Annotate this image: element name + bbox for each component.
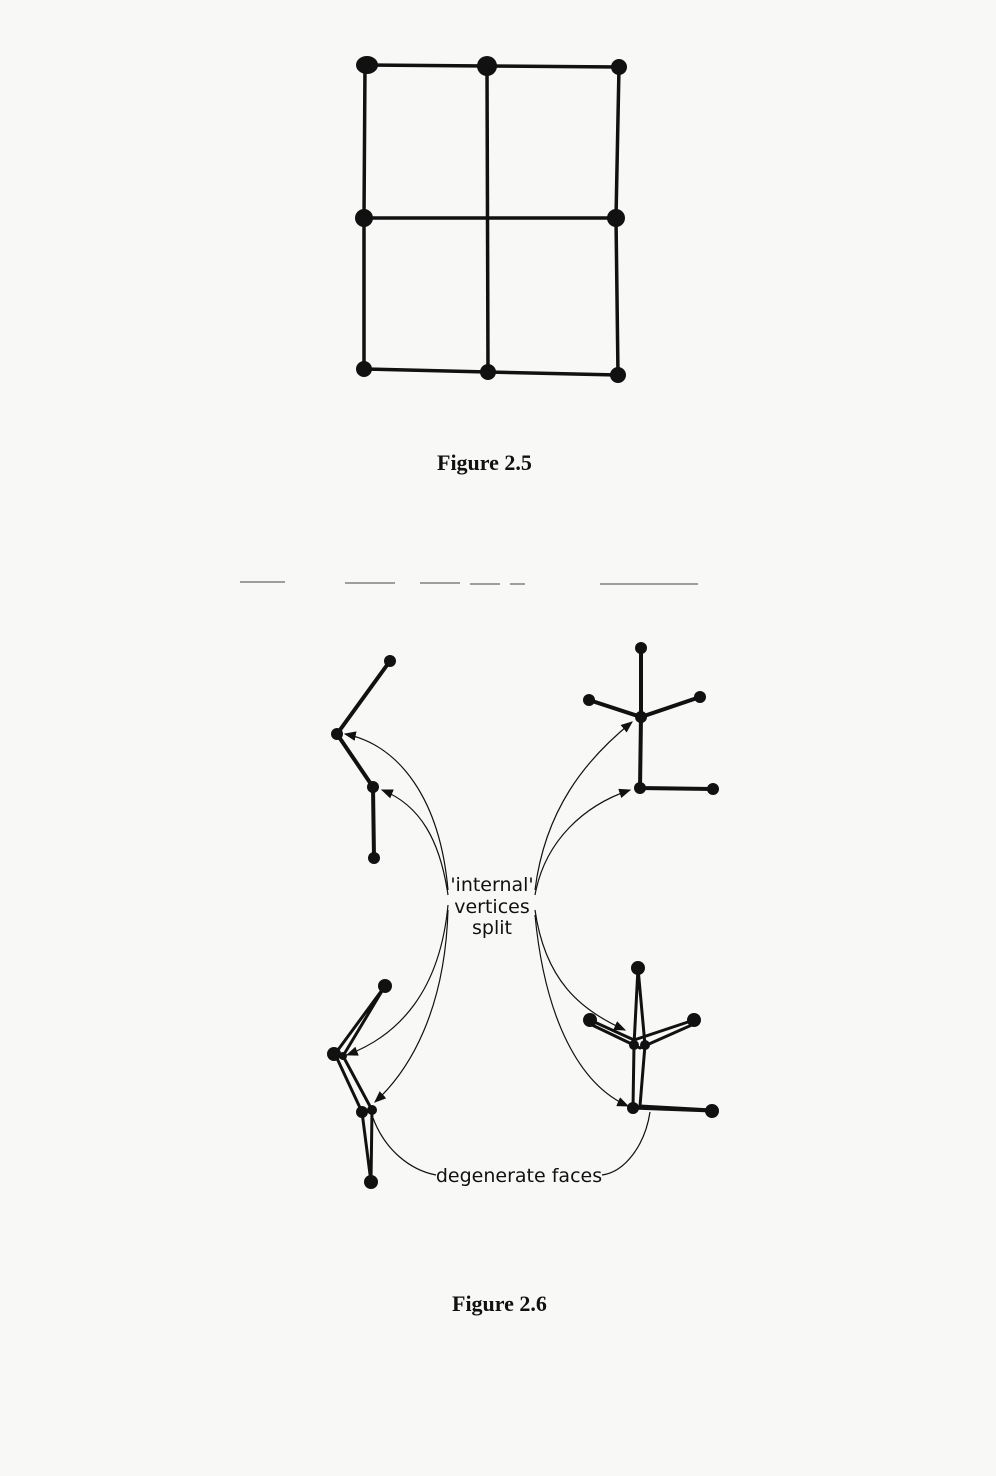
label-degenerate-faces: degenerate faces <box>436 1165 602 1187</box>
figure-2-6-caption: Figure 2.6 <box>452 1291 547 1316</box>
separator-line <box>240 581 698 585</box>
tree-bottom-left-split <box>327 979 392 1189</box>
label-internal-line2: vertices <box>454 896 530 918</box>
tree-top-left <box>331 655 396 864</box>
split-arrows <box>343 721 651 1176</box>
tree-bottom-right-split <box>583 961 719 1118</box>
label-internal-line1: 'internal' <box>450 874 533 896</box>
tree-top-right <box>583 642 719 795</box>
label-internal-line3: split <box>472 917 512 939</box>
figure-2-5-caption: Figure 2.5 <box>437 450 532 475</box>
figure-2-5-vertices <box>355 56 627 383</box>
figure-2-5-grid <box>362 63 621 377</box>
